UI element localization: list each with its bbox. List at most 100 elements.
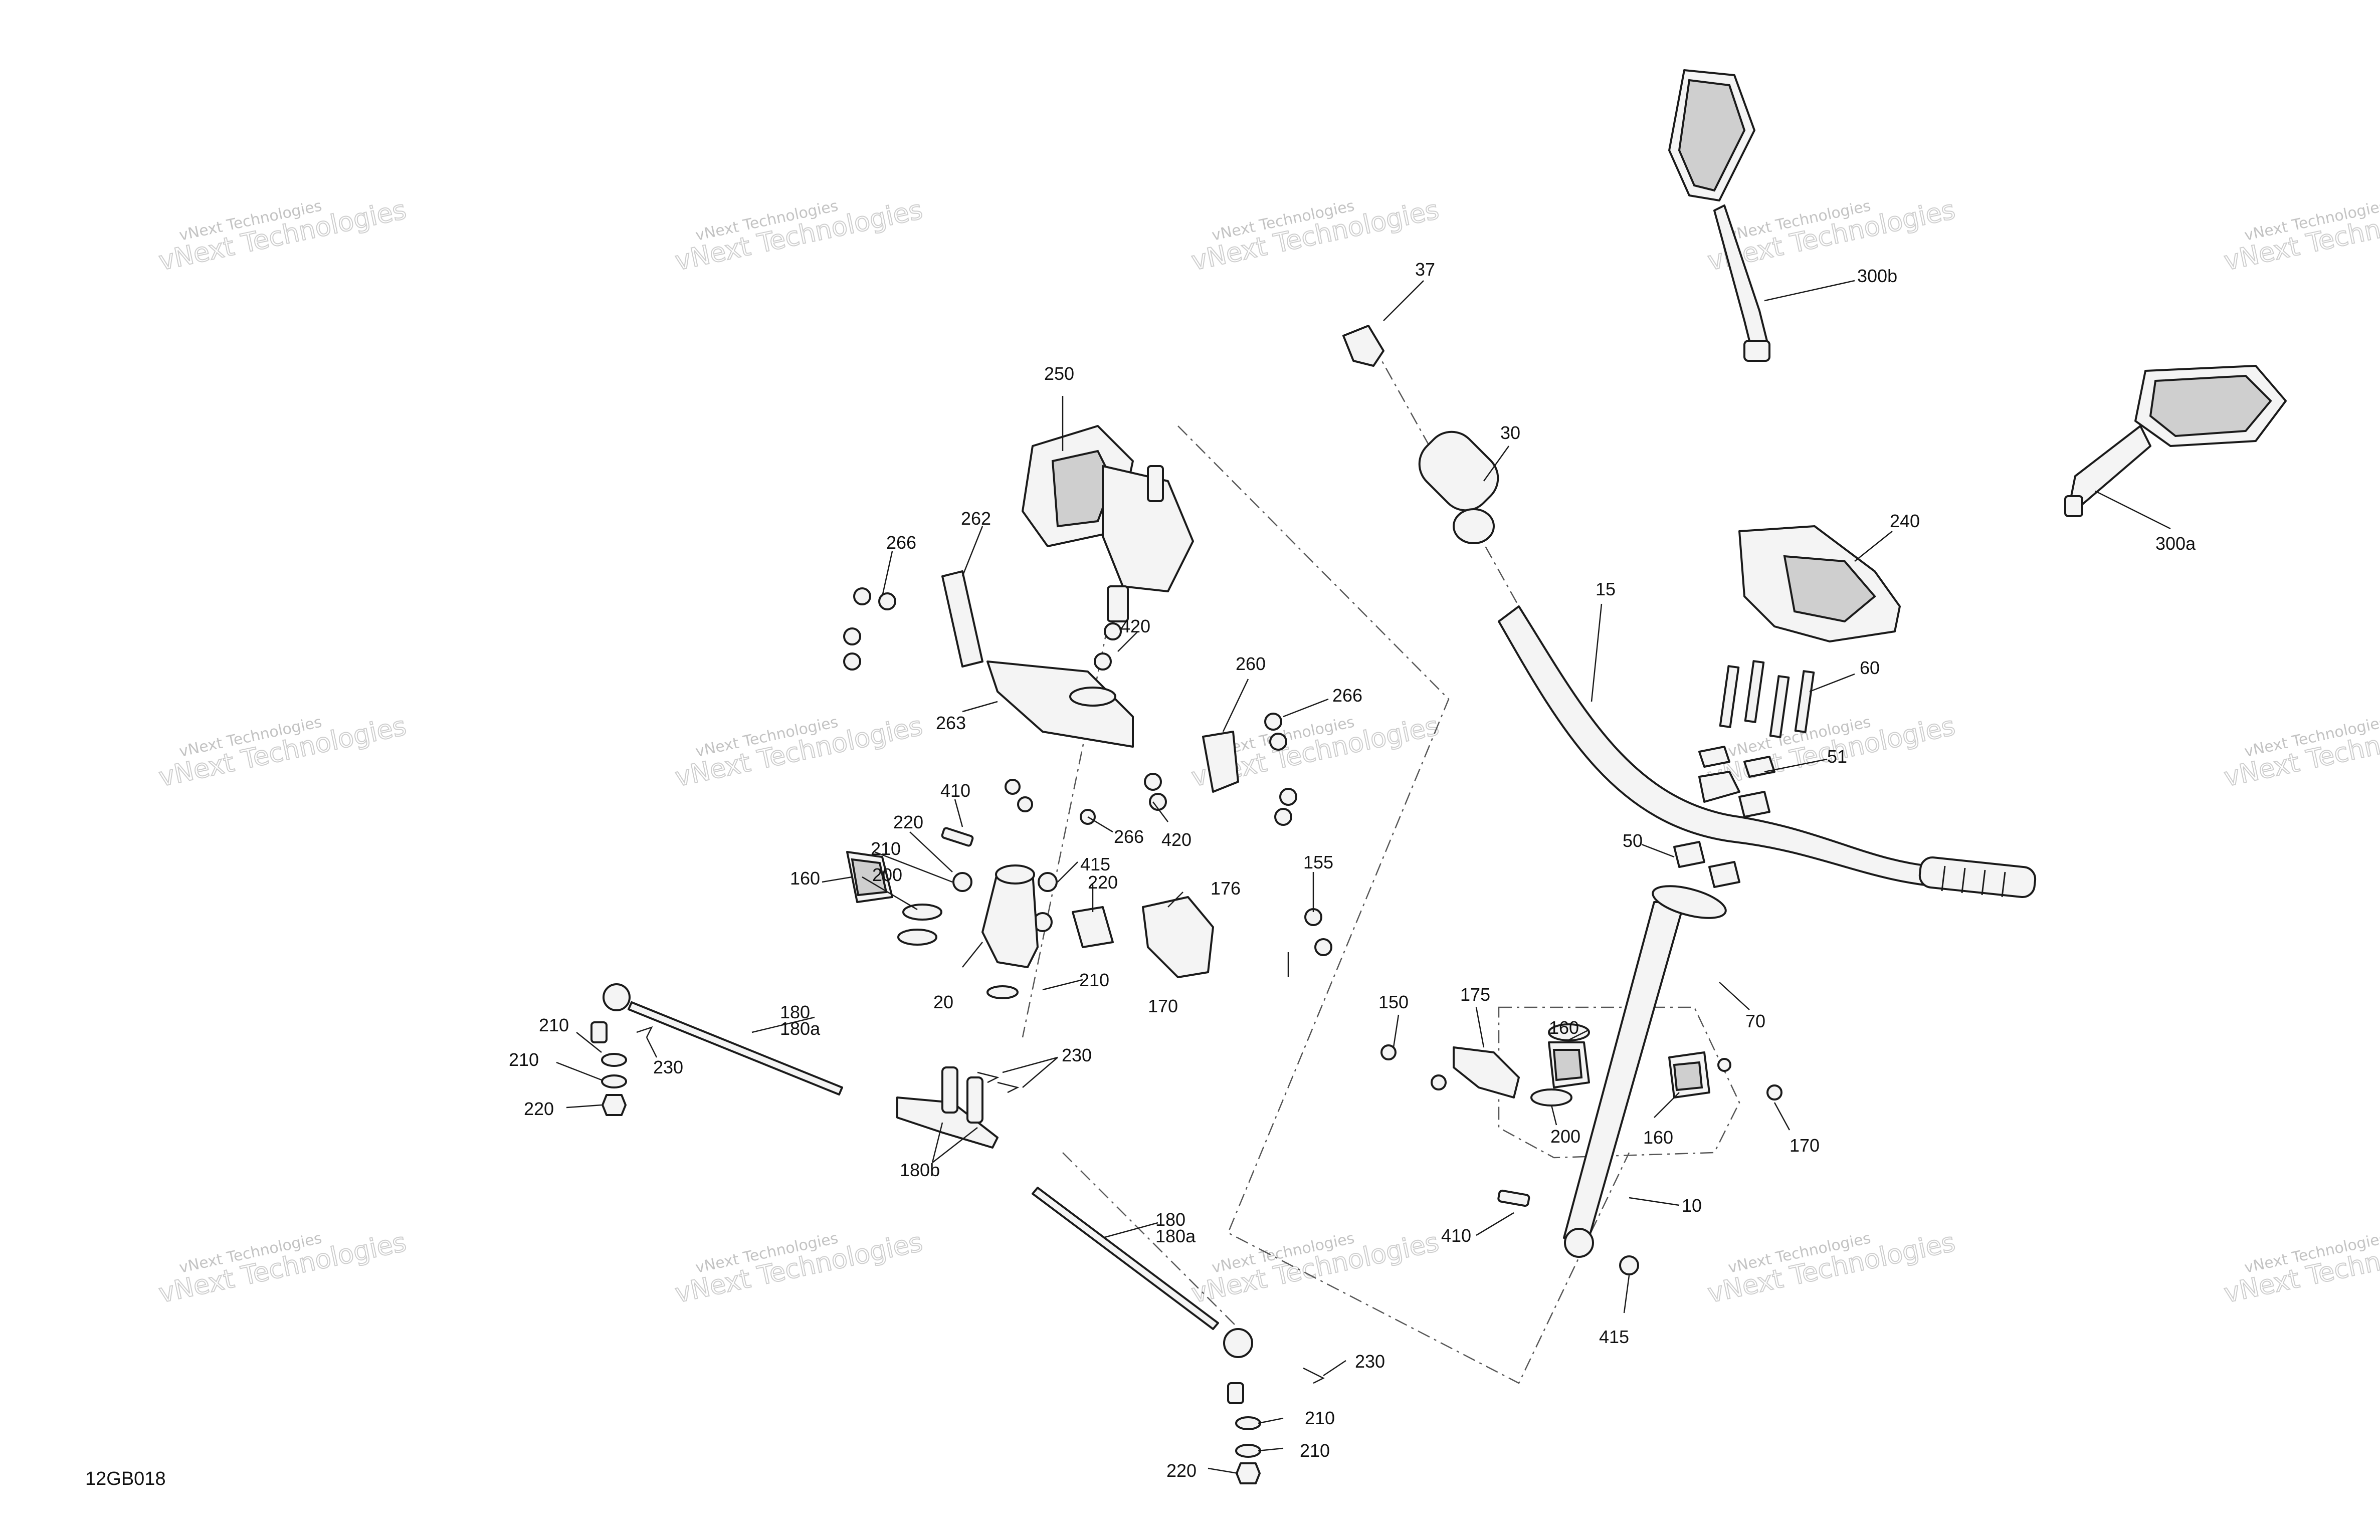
callout-410-left: 410 [940, 780, 970, 801]
callout-180-bottom: 180 [1155, 1209, 1185, 1230]
callout-155: 155 [1303, 852, 1333, 872]
handlebar-clamps [1673, 746, 1775, 888]
callout-50: 50 [1623, 830, 1643, 851]
callout-10: 10 [1682, 1195, 1702, 1216]
watermark: vNext Technologies vNext Technologies [1705, 711, 1958, 793]
watermark: vNext Technologies vNext Technologies [1188, 1227, 1442, 1309]
watermark: vNext Technologies vNext Technologies [156, 711, 410, 793]
callout-37: 37 [1415, 259, 1435, 280]
callout-266-b: 266 [1332, 685, 1362, 706]
watermark: vNext Technologies vNext Technologies [1705, 1227, 1958, 1309]
callout-300a: 300a [2155, 533, 2196, 554]
watermark: vNext Technologies vNext Technologies [156, 1227, 410, 1309]
small-fasteners-left [843, 587, 1332, 956]
tie-rod-180-lower [1032, 1187, 1253, 1404]
callout-420-bottom: 420 [1161, 829, 1192, 850]
callout-160-left: 160 [790, 868, 820, 889]
leader-lines [556, 280, 2171, 1474]
watermarks: vNext Technologies vNext Technologies vN… [156, 194, 2380, 1309]
callout-266-c: 266 [1114, 826, 1144, 847]
watermark: vNext Technologies vNext Technologies [2221, 194, 2380, 277]
callout-200-right: 200 [1550, 1126, 1580, 1147]
grip-30 [1418, 430, 1499, 544]
callout-240: 240 [1890, 511, 1920, 531]
callout-170-left: 170 [1148, 996, 1178, 1016]
callout-160-right: 160 [1643, 1127, 1673, 1148]
watermark: vNext Technologies vNext Technologies [672, 1227, 926, 1309]
power-steering-unit-250 [1022, 425, 1194, 622]
callout-180a-top: 180a [780, 1018, 821, 1039]
callout-210-f: 210 [1300, 1440, 1330, 1461]
watermark: vNext Technologies vNext Technologies [2221, 711, 2380, 793]
callout-420-top: 420 [1120, 616, 1150, 636]
callout-labels: 37 30 15 300b 300a 240 60 51 50 70 170 1… [509, 259, 2196, 1481]
callout-230-c: 230 [1355, 1351, 1385, 1372]
callout-176: 176 [1211, 878, 1241, 899]
callout-210-b: 210 [1079, 970, 1109, 990]
callout-250: 250 [1044, 363, 1074, 384]
cotter-pins-230 [636, 1026, 1325, 1384]
assembly-outlines [1022, 345, 1740, 1384]
center-line-tie-rod [1062, 1152, 1239, 1329]
watermark: vNext Technologies vNext Technologies [2221, 1227, 2380, 1309]
callout-266-a: 266 [886, 532, 916, 553]
watermark: vNext Technologies vNext Technologies [672, 711, 926, 793]
watermark: vNext Technologies vNext Technologies [1188, 194, 1442, 277]
small-fasteners-right [1380, 1044, 1782, 1275]
callout-180a-bottom: 180a [1155, 1226, 1196, 1246]
bar-end-37 [1342, 325, 1384, 367]
callout-180-top: 180 [780, 1002, 810, 1022]
callout-175: 175 [1460, 984, 1490, 1005]
tie-rod-180-upper [590, 983, 843, 1095]
callout-160-mid: 160 [1549, 1017, 1579, 1038]
callout-415-right: 415 [1599, 1327, 1629, 1347]
callout-30: 30 [1500, 422, 1520, 443]
callout-230-b: 230 [1062, 1045, 1092, 1065]
center-line-grip [1372, 345, 1520, 607]
bracket-263 [986, 661, 1134, 748]
bushing-160-mid [1548, 1041, 1590, 1088]
callout-200-left: 200 [872, 864, 902, 885]
callout-263: 263 [936, 713, 966, 733]
callout-260: 260 [1236, 653, 1266, 674]
steering-arm-20 [981, 864, 1039, 999]
callout-20: 20 [933, 992, 953, 1012]
assembly-outline-main [1177, 425, 1630, 1384]
bracket-262 [941, 570, 983, 668]
callout-150: 150 [1378, 992, 1409, 1012]
watermark: vNext Technologies vNext Technologies [156, 194, 410, 277]
mirror-left [1668, 69, 1770, 362]
callout-70: 70 [1745, 1011, 1765, 1031]
center-line-column-a [1022, 601, 1114, 1038]
bushing-160-right [1668, 1051, 1710, 1098]
cover-240 [1738, 525, 1901, 642]
steering-column-10 [1563, 885, 1727, 1258]
callout-220-a: 220 [893, 812, 923, 832]
bracket-176 [1142, 896, 1214, 978]
callout-15: 15 [1596, 579, 1616, 599]
bracket-260 [1202, 731, 1239, 793]
callout-220-c: 220 [524, 1098, 554, 1119]
callout-60: 60 [1860, 657, 1880, 678]
callout-180b: 180b [900, 1160, 940, 1180]
watermark: vNext Technologies vNext Technologies [672, 194, 926, 277]
callout-210-c: 210 [539, 1015, 569, 1035]
callout-170-right: 170 [1790, 1135, 1820, 1156]
callout-410-right: 410 [1441, 1225, 1471, 1246]
callout-230-a: 230 [653, 1057, 683, 1077]
steering-support-175 [1453, 1046, 1520, 1098]
bushing-220-mid [1072, 906, 1114, 948]
callout-51: 51 [1827, 746, 1847, 767]
seals-200-left [897, 904, 942, 946]
center-link-180b [896, 1066, 999, 1149]
callout-210-a: 210 [871, 838, 901, 859]
callout-300b: 300b [1857, 266, 1897, 286]
callout-415-left: 415 [1080, 854, 1110, 874]
callout-220-b: 220 [1088, 872, 1118, 893]
bushing-160-left [846, 851, 893, 903]
drawing-code: 12GB018 [85, 1468, 166, 1489]
handlebar-bolts-60 [1719, 660, 1815, 738]
callout-210-d: 210 [509, 1049, 539, 1070]
callout-262: 262 [961, 508, 991, 529]
